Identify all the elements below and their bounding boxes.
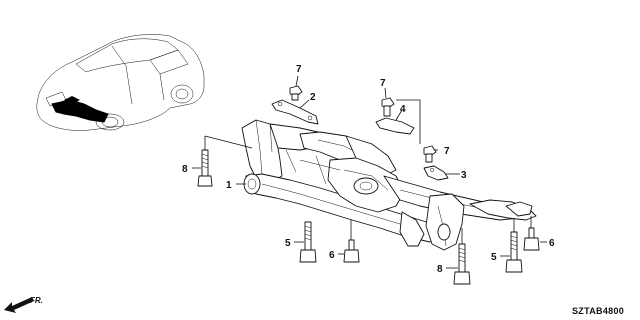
front-direction-arrow: FR. [4, 296, 43, 313]
bolt-5-left [299, 221, 317, 263]
callout-1: 1 [226, 180, 232, 191]
callout-5-right: 5 [491, 252, 497, 263]
callout-3: 3 [461, 170, 467, 181]
bolt-6-left [343, 239, 360, 263]
highlighted-subframe [51, 99, 109, 123]
callout-8-right: 8 [437, 264, 443, 275]
callout-4: 4 [400, 104, 406, 115]
bolt-7-upper-left [289, 85, 303, 101]
leader-lines [192, 75, 547, 269]
callout-6-left: 6 [329, 250, 335, 261]
bolt-7-middle-right [423, 145, 437, 163]
vehicle-thumbnail [36, 34, 205, 131]
part-4-frame [396, 99, 421, 144]
callout-6-right: 6 [549, 238, 555, 249]
bolt-5-right [505, 231, 523, 273]
callout-7-upper-left: 7 [296, 64, 302, 75]
bolt-8-left [197, 149, 213, 187]
callout-7-middle: 7 [444, 146, 450, 157]
front-subframe [241, 119, 537, 251]
front-direction-label: FR. [30, 296, 43, 305]
callout-2: 2 [310, 92, 316, 103]
part-2-bracket [271, 99, 319, 125]
callout-8-left: 8 [182, 164, 188, 175]
bolt-6-right [523, 227, 540, 251]
diagram-code: SZTAB4800 [572, 306, 624, 316]
part-4-bracket [375, 97, 415, 135]
part-3-bracket [423, 165, 449, 181]
callout-7-upper-right: 7 [380, 78, 386, 89]
bolt-8-right [453, 243, 471, 285]
callout-5-left: 5 [285, 238, 291, 249]
